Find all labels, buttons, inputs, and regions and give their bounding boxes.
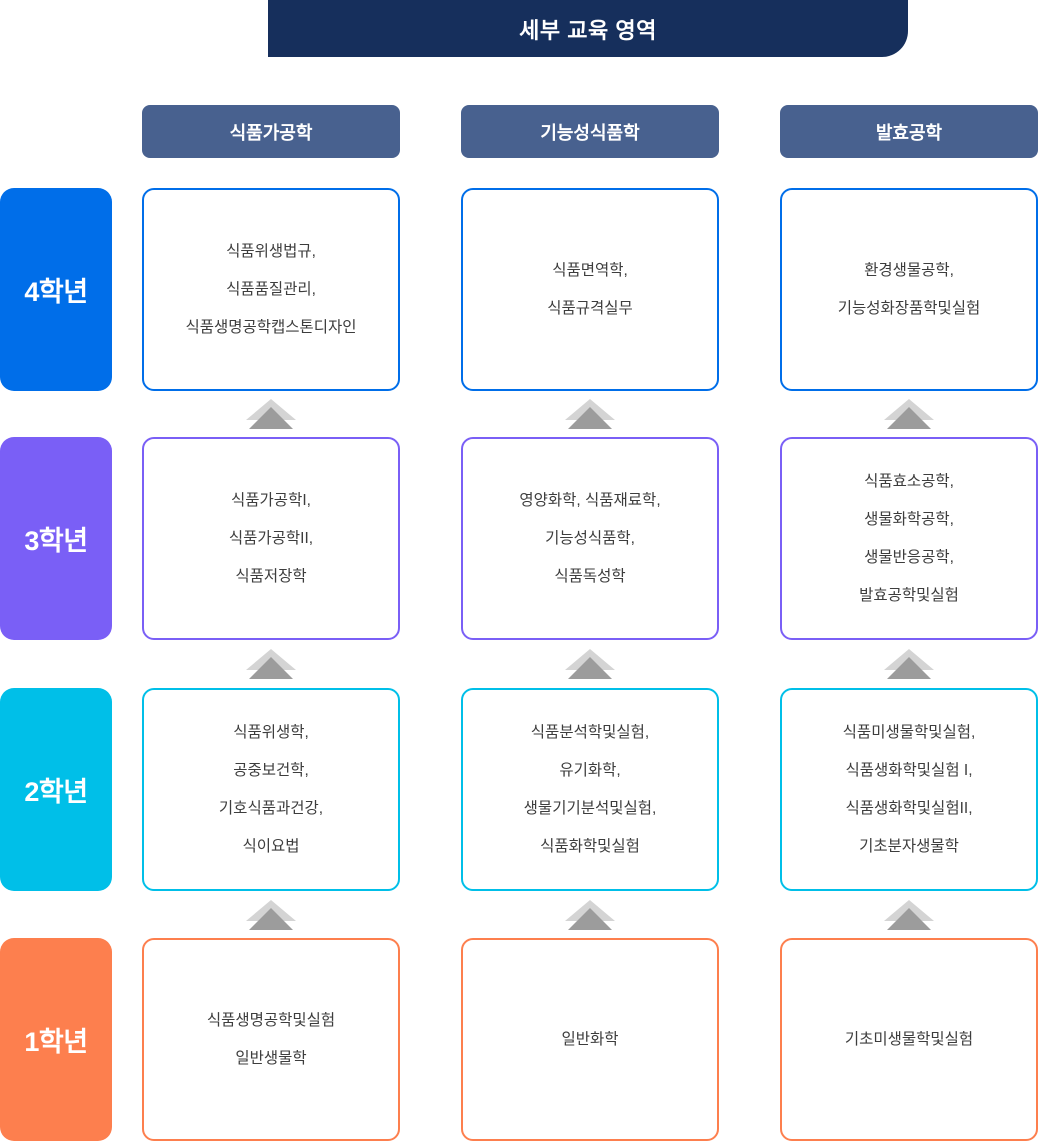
column-header-functional-food-science: 기능성식품학	[461, 105, 719, 158]
course-line: 기초분자생물학	[859, 837, 959, 855]
arrow-cell	[461, 640, 719, 688]
course-line: 일반화학	[561, 1030, 619, 1048]
course-box-y4-fermentation: 환경생물공학, 기능성화장품학및실험	[780, 188, 1038, 391]
course-line: 식품위생법규,	[226, 242, 316, 260]
arrow-row-2	[0, 640, 1038, 688]
course-line: 식품생화학및실험 I,	[845, 761, 973, 779]
year-label-2: 2학년	[0, 688, 112, 891]
arrow-cell	[780, 640, 1038, 688]
course-line: 공중보건학,	[233, 761, 309, 779]
arrow-cell	[142, 640, 400, 688]
up-arrow-icon	[246, 899, 296, 930]
course-line: 환경생물공학,	[864, 261, 954, 279]
course-line: 식품독성학	[554, 567, 626, 585]
course-box-y2-fermentation: 식품미생물학및실험, 식품생화학및실험 I, 식품생화학및실험II, 기초분자생…	[780, 688, 1038, 891]
arrow-cell	[780, 891, 1038, 938]
title-banner: 세부 교육 영역	[268, 0, 908, 57]
year-label-3: 3학년	[0, 437, 112, 640]
arrow-cell	[142, 891, 400, 938]
up-arrow-icon	[565, 649, 615, 679]
course-line: 식품효소공학,	[864, 472, 954, 490]
course-line: 식품위생학,	[233, 723, 309, 741]
row-year-4: 4학년 식품위생법규, 식품품질관리, 식품생명공학캡스톤디자인 식품면역학, …	[0, 188, 1038, 391]
row-year-1: 1학년 식품생명공학및실험 일반생물학 일반화학 기초미생물학및실험	[0, 938, 1038, 1141]
up-arrow-icon	[565, 899, 615, 930]
course-box-y3-functional-food: 영양화학, 식품재료학, 기능성식품학, 식품독성학	[461, 437, 719, 640]
course-line: 식품생명공학캡스톤디자인	[185, 318, 357, 336]
column-header-row: 식품가공학 기능성식품학 발효공학	[0, 105, 1038, 158]
header-spacer	[0, 105, 142, 158]
arrow-spacer	[0, 391, 142, 437]
course-box-y3-fermentation: 식품효소공학, 생물화학공학, 생물반응공학, 발효공학및실험	[780, 437, 1038, 640]
row-year-3: 3학년 식품가공학I, 식품가공학II, 식품저장학 영양화학, 식품재료학, …	[0, 437, 1038, 640]
arrow-cell	[142, 391, 400, 437]
course-box-y1-fermentation: 기초미생물학및실험	[780, 938, 1038, 1141]
column-header-food-processing: 식품가공학	[142, 105, 400, 158]
up-arrow-icon	[246, 649, 296, 679]
column-header-fermentation-engineering: 발효공학	[780, 105, 1038, 158]
page-title: 세부 교육 영역	[519, 17, 657, 43]
course-line: 식이요법	[242, 837, 300, 855]
arrow-spacer	[0, 891, 142, 938]
course-line: 식품품질관리,	[226, 280, 316, 298]
up-arrow-icon	[884, 649, 934, 679]
course-box-y2-functional-food: 식품분석학및실험, 유기화학, 생물기기분석및실험, 식품화학및실험	[461, 688, 719, 891]
arrow-spacer	[0, 640, 142, 688]
arrow-cell	[780, 391, 1038, 437]
course-line: 식품분석학및실험,	[530, 723, 650, 741]
course-line: 기호식품과건강,	[218, 799, 324, 817]
course-line: 기초미생물학및실험	[844, 1030, 974, 1048]
course-line: 발효공학및실험	[859, 586, 959, 604]
course-line: 식품저장학	[235, 567, 307, 585]
row-year-2: 2학년 식품위생학, 공중보건학, 기호식품과건강, 식이요법 식품분석학및실험…	[0, 688, 1038, 891]
course-line: 식품생명공학및실험	[206, 1011, 336, 1029]
arrow-cell	[461, 891, 719, 938]
course-line: 식품화학및실험	[540, 837, 640, 855]
course-line: 식품가공학II,	[228, 529, 314, 547]
course-line: 식품미생물학및실험,	[842, 723, 976, 741]
course-box-y1-functional-food: 일반화학	[461, 938, 719, 1141]
course-box-y1-food-processing: 식품생명공학및실험 일반생물학	[142, 938, 400, 1141]
course-line: 기능성식품학,	[545, 529, 635, 547]
course-line: 일반생물학	[235, 1049, 307, 1067]
year-label-4: 4학년	[0, 188, 112, 391]
arrow-row-3	[0, 891, 1038, 938]
course-line: 생물기기분석및실험,	[523, 799, 657, 817]
course-line: 식품가공학I,	[231, 491, 311, 509]
arrow-cell	[461, 391, 719, 437]
up-arrow-icon	[884, 899, 934, 930]
up-arrow-icon	[246, 399, 296, 429]
arrow-row-1	[0, 391, 1038, 437]
course-box-y2-food-processing: 식품위생학, 공중보건학, 기호식품과건강, 식이요법	[142, 688, 400, 891]
up-arrow-icon	[565, 399, 615, 429]
course-line: 생물화학공학,	[864, 510, 954, 528]
course-box-y4-functional-food: 식품면역학, 식품규격실무	[461, 188, 719, 391]
course-line: 생물반응공학,	[864, 548, 954, 566]
course-line: 식품규격실무	[547, 299, 633, 317]
up-arrow-icon	[884, 399, 934, 429]
course-box-y4-food-processing: 식품위생법규, 식품품질관리, 식품생명공학캡스톤디자인	[142, 188, 400, 391]
year-label-1: 1학년	[0, 938, 112, 1141]
course-line: 유기화학,	[559, 761, 621, 779]
course-line: 기능성화장품학및실험	[837, 299, 981, 317]
course-line: 식품면역학,	[552, 261, 628, 279]
course-line: 영양화학, 식품재료학,	[519, 491, 661, 509]
course-box-y3-food-processing: 식품가공학I, 식품가공학II, 식품저장학	[142, 437, 400, 640]
course-line: 식품생화학및실험II,	[845, 799, 973, 817]
